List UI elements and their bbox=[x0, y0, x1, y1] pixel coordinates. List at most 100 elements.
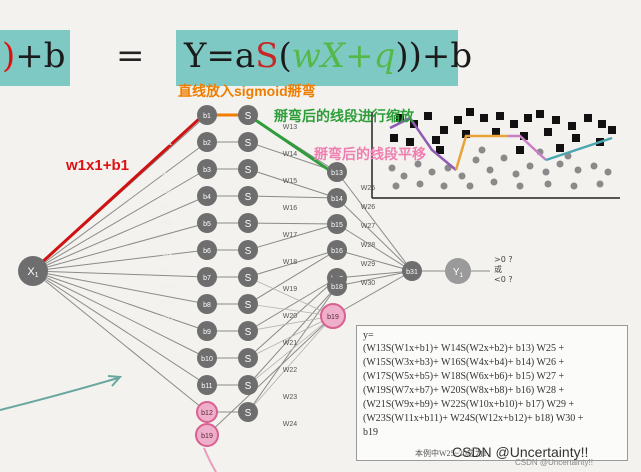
decor-arrow-head bbox=[107, 375, 123, 387]
formula-right-inner: wX+q bbox=[291, 36, 396, 76]
inset-square-point bbox=[406, 138, 414, 146]
inset-circle-point bbox=[466, 182, 474, 190]
hidden-node bbox=[197, 375, 217, 395]
edge-sigmoid-sum bbox=[247, 277, 338, 332]
formula-left-paren: ) bbox=[2, 36, 16, 76]
edge-sum-output bbox=[336, 223, 413, 272]
inset-square-point bbox=[516, 146, 524, 154]
edge-bias-link bbox=[247, 303, 334, 317]
bias-node-bottom-label: b19 bbox=[201, 433, 213, 440]
weight-label-left: W11 bbox=[160, 300, 174, 307]
weight-label-left: W2 bbox=[162, 156, 173, 163]
inset-circle-point bbox=[416, 180, 424, 188]
edge-sum-output bbox=[336, 197, 413, 272]
output-conditions: >0 ? 或 <0 ? bbox=[494, 255, 513, 285]
edge-bias-link bbox=[247, 276, 334, 317]
inset-square-point bbox=[466, 108, 474, 116]
edge-input-hidden bbox=[32, 195, 208, 272]
inset-circle-point bbox=[526, 162, 534, 170]
weight-label-mid: W14 bbox=[283, 151, 298, 158]
hidden-node-label: b4 bbox=[203, 194, 211, 201]
weight-label-left: W7 bbox=[162, 236, 173, 243]
inset-square-point bbox=[432, 136, 440, 144]
decor-arrow-pink bbox=[203, 447, 217, 472]
sigmoid-node bbox=[238, 294, 258, 314]
sum-node bbox=[327, 162, 347, 182]
edge-input-hidden bbox=[32, 270, 208, 386]
hidden-node-label: b7 bbox=[203, 275, 211, 282]
bias-node-right bbox=[320, 303, 346, 329]
decor-arrow bbox=[0, 377, 119, 411]
equation-line: y= bbox=[363, 330, 374, 341]
sigmoid-node-label: S bbox=[245, 192, 252, 203]
equation-line: (W15S(W3x+b3)+ W16S(W4x+b4)+ b14) W26 + bbox=[363, 357, 565, 368]
cond-lt: <0 ? bbox=[494, 275, 513, 284]
inset-square-point bbox=[584, 114, 592, 122]
inset-square-point bbox=[552, 116, 560, 124]
edge-input-hidden bbox=[32, 249, 208, 272]
equation-box: y= (W13S(W1x+b1)+ W14S(W2x+b2)+ b13) W25… bbox=[356, 325, 628, 461]
weight-label-left: W3 bbox=[162, 172, 173, 179]
sigmoid-node bbox=[238, 321, 258, 341]
sigmoid-node-label: S bbox=[245, 381, 252, 392]
inset-square-point bbox=[524, 114, 532, 122]
inset-circle-point bbox=[516, 182, 524, 190]
formula-right-s: S bbox=[255, 36, 279, 76]
weight-label-left: W5 bbox=[162, 204, 173, 211]
hidden-node bbox=[197, 267, 217, 287]
inset-square-point bbox=[436, 146, 444, 154]
inset-square-point bbox=[496, 112, 504, 120]
weight-label-mid: W17 bbox=[283, 232, 298, 239]
inset-circle-point bbox=[544, 180, 552, 188]
equation-line: (W21S(W9x+b9)+ W22S(W10x+b10)+ b17) W29 … bbox=[363, 399, 575, 410]
sum-node-label: b14 bbox=[331, 196, 343, 203]
cond-or: 或 bbox=[494, 265, 502, 274]
weight-label-mid: W21 bbox=[283, 340, 298, 347]
equation-line: (W19S(W7x+b7)+ W20S(W8x+b8)+ b16) W28 + bbox=[363, 385, 565, 396]
weight-label-mid: W22 bbox=[283, 367, 298, 374]
inset-line-teal bbox=[545, 136, 613, 162]
inset-circle-point bbox=[486, 166, 494, 174]
sigmoid-node bbox=[238, 267, 258, 287]
hidden-node bbox=[197, 240, 217, 260]
formula-box-right: Y=aS(wX+q))+b bbox=[176, 30, 472, 86]
weight-label-mid: W13 bbox=[283, 124, 298, 131]
sum-node bbox=[327, 214, 347, 234]
edge-input-hidden bbox=[32, 270, 208, 359]
inset-circle-point bbox=[428, 168, 436, 176]
hidden-node bbox=[197, 105, 217, 125]
edge-sum-output bbox=[336, 270, 413, 287]
inset-line-purple bbox=[389, 116, 457, 171]
edge-sum-output bbox=[336, 270, 413, 279]
inset-square-point bbox=[598, 120, 606, 128]
weight-label-right: W29 bbox=[361, 261, 376, 268]
inset-circle-point bbox=[400, 172, 408, 180]
hidden-node bbox=[197, 348, 217, 368]
edge-input-hidden bbox=[32, 270, 208, 278]
equals-sign: = bbox=[116, 36, 145, 76]
formula-right-text: Y=aS(wX+q))+b bbox=[184, 36, 472, 76]
inset-square-point bbox=[568, 122, 576, 130]
hidden-node-label: b10 bbox=[201, 356, 213, 363]
formula-right-open: ( bbox=[278, 36, 292, 76]
weight-label-right: W27 bbox=[361, 223, 376, 230]
inset-square-point bbox=[396, 114, 404, 122]
sum-node bbox=[327, 276, 347, 296]
edge-input-hidden bbox=[32, 168, 208, 272]
hidden-node-label: b1 bbox=[203, 113, 211, 120]
inset-square-point bbox=[462, 130, 470, 138]
weight-label-right: W26 bbox=[361, 204, 376, 211]
edge-sigmoid-sum bbox=[247, 223, 338, 251]
weight-label-left: W8 bbox=[162, 252, 173, 259]
sigmoid-node bbox=[238, 402, 258, 422]
inset-square-point bbox=[492, 128, 500, 136]
hidden-node-label: b5 bbox=[203, 221, 211, 228]
edge-sigmoid-sum bbox=[247, 249, 338, 305]
inset-circle-point bbox=[512, 170, 520, 178]
bias-node-right-label: b19 bbox=[327, 314, 339, 321]
equation-line: (W13S(W1x+b1)+ W14S(W2x+b2)+ b13) W25 + bbox=[363, 343, 565, 354]
edge-sigmoid-sum bbox=[247, 285, 338, 386]
inset-square-point bbox=[454, 116, 462, 124]
edge-input-hidden bbox=[32, 270, 208, 332]
formula-left-text: )+b bbox=[2, 36, 66, 76]
